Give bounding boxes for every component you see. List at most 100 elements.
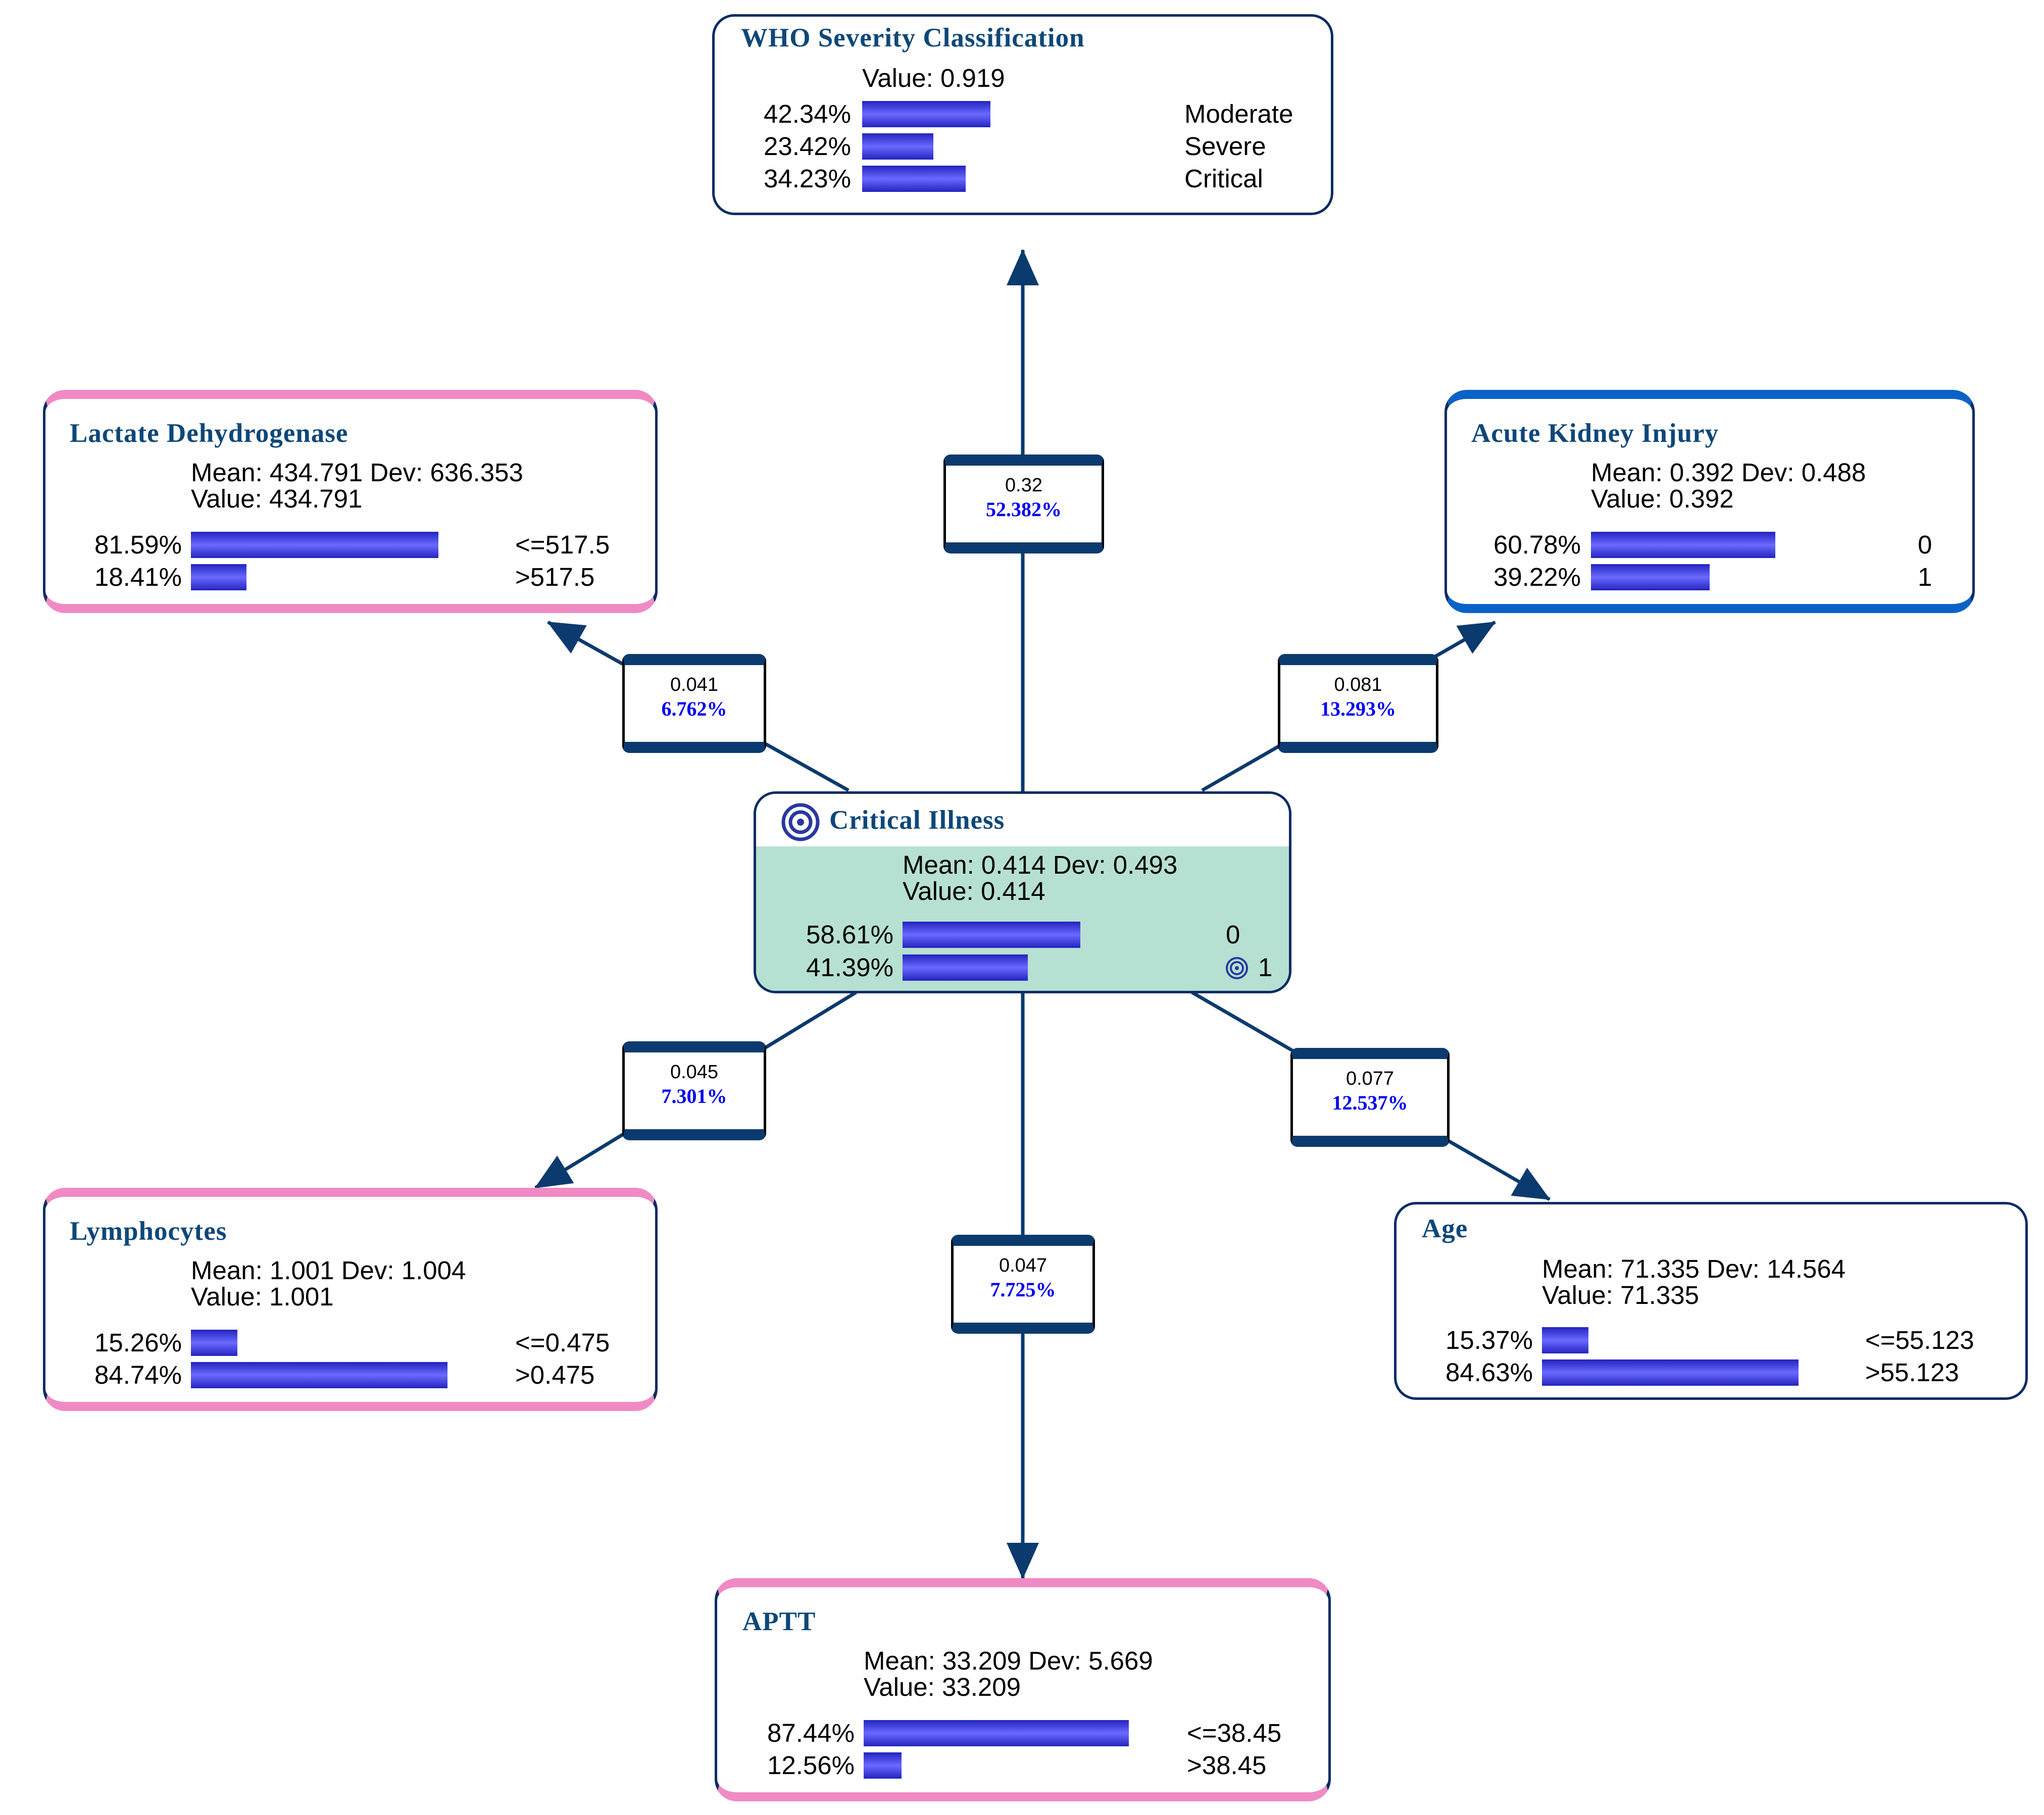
state-bar [191, 1362, 447, 1388]
node-mean-line: Mean: 71.335 Dev: 14.564 [1542, 1254, 1846, 1283]
edge-percent: 13.293% [1320, 697, 1396, 720]
node-lymphocytes[interactable]: Lymphocytes Mean: 1.001 Dev: 1.004 Value… [43, 1188, 658, 1411]
edge-percent: 52.382% [986, 498, 1062, 521]
state-row: 15.26% <=0.475 [45, 1327, 652, 1358]
edge-value: 0.077 [1345, 1068, 1394, 1089]
node-value-line: Value: 0.392 [1591, 484, 1734, 513]
state-percent: 34.23% [764, 164, 851, 193]
state-row: 12.56% >38.45 [717, 1750, 1326, 1781]
node-value-line: Value: 1.001 [191, 1282, 334, 1311]
state-percent: 84.63% [1445, 1358, 1533, 1387]
state-label: Severe [1184, 132, 1266, 161]
node-critical-illness[interactable]: Critical Illness Mean: 0.414 Dev: 0.493 … [754, 791, 1291, 993]
node-title: WHO Severity Classification [741, 23, 1085, 53]
edge-value: 0.045 [670, 1062, 719, 1083]
state-label: Moderate [1184, 99, 1293, 128]
state-row: 87.44% <=38.45 [717, 1718, 1326, 1749]
node-mean-line: Mean: 0.392 Dev: 0.488 [1591, 458, 1866, 487]
state-percent: 41.39% [806, 953, 893, 982]
state-bar [1542, 1359, 1799, 1386]
state-label: >517.5 [515, 563, 595, 591]
state-label: Critical [1184, 164, 1263, 193]
node-lactate-dehydrogenase[interactable]: Lactate Dehydrogenase Mean: 434.791 Dev:… [43, 390, 658, 613]
state-percent: 84.74% [94, 1360, 182, 1389]
state-bar [191, 1330, 237, 1356]
node-value-line: Value: 71.335 [1542, 1281, 1699, 1309]
node-aptt[interactable]: APTT Mean: 33.209 Dev: 5.669 Value: 33.2… [715, 1578, 1331, 1801]
edge-label-age[interactable]: 0.077 12.537% [1290, 1048, 1450, 1147]
state-bar [903, 922, 1080, 948]
edge-value: 0.041 [670, 674, 719, 695]
state-label: >0.475 [515, 1360, 595, 1389]
state-row: 60.78% 0 [1447, 529, 1972, 561]
state-row: 58.61% 0 [756, 919, 1286, 950]
state-label: 0 [1226, 920, 1240, 949]
node-title: Lymphocytes [70, 1217, 227, 1246]
node-title: Lactate Dehydrogenase [70, 419, 348, 448]
state-row: 42.34% Moderate [715, 98, 1331, 130]
state-label: 1 [1918, 563, 1932, 591]
node-value-line: Value: 0.414 [903, 877, 1045, 905]
node-value-line: Value: 33.209 [864, 1673, 1021, 1701]
state-percent: 18.41% [94, 563, 182, 591]
state-percent: 58.61% [806, 920, 893, 949]
state-percent: 39.22% [1493, 563, 1581, 591]
state-row: 81.59% <=517.5 [45, 529, 652, 561]
edge-label-aptt[interactable]: 0.047 7.725% [951, 1235, 1095, 1334]
node-title: Acute Kidney Injury [1471, 419, 1719, 448]
state-label: <=517.5 [515, 530, 610, 559]
state-percent: 15.37% [1445, 1326, 1533, 1354]
state-bar [903, 954, 1028, 981]
state-bar [1591, 532, 1775, 558]
edge-value: 0.32 [1005, 475, 1042, 496]
state-bar [191, 564, 246, 590]
node-who-severity[interactable]: WHO Severity Classification Value: 0.919… [712, 14, 1333, 215]
state-bar [862, 101, 990, 127]
state-bar [864, 1752, 902, 1779]
target-icon [781, 803, 820, 841]
edge-label-aki[interactable]: 0.081 13.293% [1278, 654, 1438, 753]
state-row: 41.39% 1 [756, 952, 1286, 983]
state-bar [1591, 564, 1710, 590]
state-percent: 42.34% [764, 99, 851, 128]
state-row: 34.23% Critical [715, 163, 1331, 194]
state-label: <=55.123 [1865, 1326, 1974, 1354]
state-label: <=0.475 [515, 1328, 610, 1357]
state-percent: 81.59% [94, 530, 182, 559]
node-value-line: Value: 434.791 [191, 484, 363, 513]
state-label: >38.45 [1187, 1751, 1267, 1780]
state-percent: 60.78% [1493, 530, 1581, 559]
node-title: Critical Illness [829, 805, 1005, 835]
node-title: APTT [742, 1607, 816, 1636]
edge-label-who[interactable]: 0.32 52.382% [943, 455, 1104, 553]
edge-value: 0.081 [1334, 674, 1382, 695]
edge-percent: 7.301% [661, 1085, 727, 1107]
state-label: 1 [1258, 953, 1273, 982]
node-mean-line: Mean: 33.209 Dev: 5.669 [864, 1646, 1153, 1675]
node-mean-line: Mean: 1.001 Dev: 1.004 [191, 1256, 466, 1285]
state-percent: 12.56% [767, 1751, 855, 1780]
state-row: 23.42% Severe [715, 131, 1331, 162]
state-row: 84.74% >0.475 [45, 1359, 652, 1391]
state-label: 0 [1918, 530, 1932, 559]
state-percent: 23.42% [764, 132, 851, 161]
state-percent: 87.44% [767, 1719, 855, 1747]
node-acute-kidney-injury[interactable]: Acute Kidney Injury Mean: 0.392 Dev: 0.4… [1444, 390, 1975, 613]
state-bar [191, 532, 438, 558]
state-bar [864, 1720, 1129, 1746]
node-value-line: Value: 0.919 [862, 64, 1005, 92]
edge-percent: 6.762% [661, 697, 727, 720]
edge-label-ldh[interactable]: 0.041 6.762% [622, 654, 766, 753]
state-label: <=38.45 [1187, 1719, 1282, 1747]
edge-percent: 7.725% [990, 1278, 1056, 1301]
edge-label-lymph[interactable]: 0.045 7.301% [622, 1041, 766, 1140]
node-mean-line: Mean: 0.414 Dev: 0.493 [903, 850, 1178, 879]
state-percent: 15.26% [94, 1328, 182, 1357]
node-age[interactable]: Age Mean: 71.335 Dev: 14.564 Value: 71.3… [1394, 1202, 2028, 1400]
state-row: 39.22% 1 [1447, 562, 1972, 593]
node-header [756, 794, 1289, 846]
state-row: 18.41% >517.5 [45, 562, 652, 593]
edge-percent: 12.537% [1332, 1091, 1408, 1114]
state-bar [862, 166, 966, 192]
state-label: >55.123 [1865, 1358, 1959, 1387]
